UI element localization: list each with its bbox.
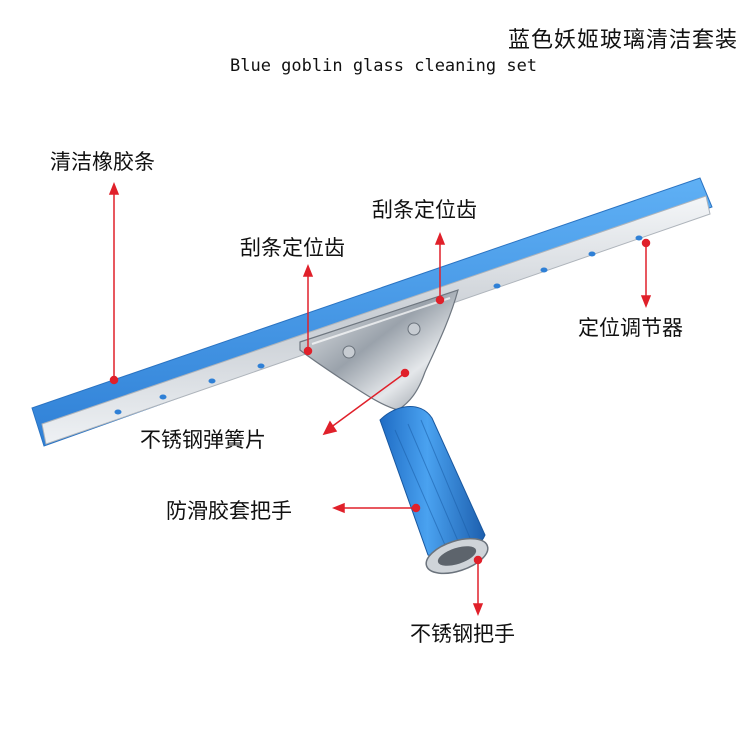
- screw-right: [408, 323, 420, 335]
- label-steel-handle: 不锈钢把手: [410, 618, 515, 648]
- screw-left: [343, 346, 355, 358]
- label-blade-pin-left: 刮条定位齿: [240, 232, 345, 262]
- label-rubber-strip: 清洁橡胶条: [50, 146, 155, 176]
- label-position-adjuster: 定位调节器: [578, 312, 683, 342]
- label-grip-cover: 防滑胶套把手: [166, 495, 292, 525]
- label-spring-plate: 不锈钢弹簧片: [140, 424, 266, 454]
- label-blade-pin-right: 刮条定位齿: [372, 194, 477, 224]
